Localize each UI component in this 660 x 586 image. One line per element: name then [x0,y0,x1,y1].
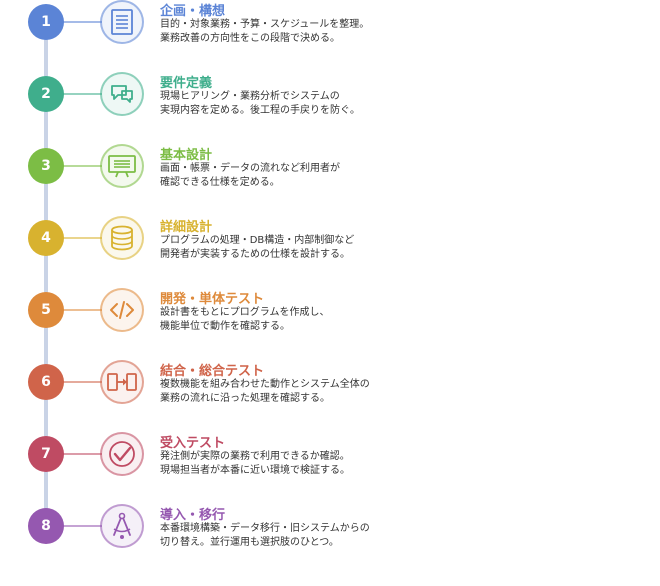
step-icon-circle [100,0,144,44]
step-title: 企画・構想 [160,4,226,19]
step-connector [62,165,102,167]
step-number-badge: 6 [28,364,64,400]
step-title: 要件定義 [160,76,213,91]
step-description-line: 現場ヒアリング・業務分析でシステムの [160,91,340,102]
process-step: 5 開発・単体テスト 設計書をもとにプログラムを作成し、 機能単位で動作を確認す… [0,288,660,370]
step-description-line: 複数機能を組み合わせた動作とシステム全体の [160,379,370,390]
process-step: 2 要件定義 現場ヒアリング・業務分析でシステムの 実現内容を定める。後工程の手… [0,72,660,154]
step-connector [62,381,102,383]
step-icon-circle [100,288,144,332]
step-number-badge: 7 [28,436,64,472]
step-description-line: 開発者が実装するための仕様を設計する。 [160,249,350,260]
step-icon-circle [100,504,144,548]
step-description-line: 実現内容を定める。後工程の手戻りを防ぐ。 [160,105,360,116]
step-connector [62,525,102,527]
step-description-line: 確認できる仕様を定める。 [160,177,280,188]
step-title: 詳細設計 [160,220,213,235]
timeline-line [44,22,48,528]
step-title: 導入・移行 [160,508,226,523]
process-step: 8 導入・移行 本番環境構築・データ移行・旧システムからの 切り替え。並行運用も… [0,504,660,586]
step-description-line: 目的・対象業務・予算・スケジュールを整理。 [160,19,370,30]
step-icon-circle [100,432,144,476]
step-number-badge: 8 [28,508,64,544]
step-description-line: 本番環境構築・データ移行・旧システムからの [160,523,370,534]
step-icon-circle [100,360,144,404]
process-step: 7 受入テスト 発注側が実際の業務で利用できるか確認。 現場担当者が本番に近い環… [0,432,660,514]
step-connector [62,237,102,239]
step-number-badge: 3 [28,148,64,184]
step-description-line: 現場担当者が本番に近い環境で検証する。 [160,465,350,476]
step-description-line: 業務の流れに沿った処理を確認する。 [160,393,330,404]
step-number-badge: 2 [28,76,64,112]
step-description-line: 発注側が実際の業務で利用できるか確認。 [160,451,350,462]
step-title: 開発・単体テスト [160,292,265,307]
step-description-line: 画面・帳票・データの流れなど利用者が [160,163,340,174]
process-step: 3 基本設計 画面・帳票・データの流れなど利用者が 確認できる仕様を定める。 [0,144,660,226]
step-description-line: プログラムの処理・DB構造・内部制御など [160,235,355,246]
step-icon-circle [100,144,144,188]
step-description-line: 機能単位で動作を確認する。 [160,321,290,332]
step-number-badge: 1 [28,4,64,40]
step-connector [62,21,102,23]
step-description-line: 業務改善の方向性をこの段階で決める。 [160,33,340,44]
process-step: 4 詳細設計 プログラムの処理・DB構造・内部制御など 開発者が実装するための仕… [0,216,660,298]
step-description-line: 切り替え。並行運用も選択肢のひとつ。 [160,537,339,548]
process-step: 1 企画・構想 目的・対象業務・予算・スケジュールを整理。 業務改善の方向性をこ… [0,0,660,82]
step-icon-circle [100,216,144,260]
step-title: 受入テスト [160,436,226,451]
step-icon-circle [100,72,144,116]
step-number-badge: 5 [28,292,64,328]
step-title: 基本設計 [160,148,213,163]
step-connector [62,453,102,455]
step-connector [62,309,102,311]
step-number-badge: 4 [28,220,64,256]
process-step: 6 結合・総合テスト 複数機能を組み合わせた動作とシステム全体の 業務の流れに沿… [0,360,660,442]
step-title: 結合・総合テスト [160,364,265,379]
step-description-line: 設計書をもとにプログラムを作成し、 [160,307,330,318]
step-connector [62,93,102,95]
